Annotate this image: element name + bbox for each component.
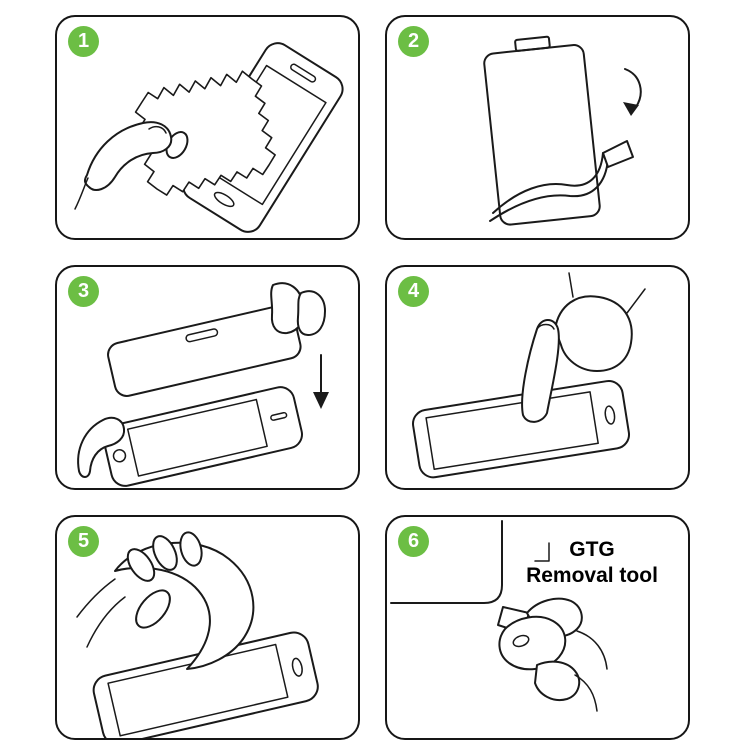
illustration-removal-tool xyxy=(390,520,608,712)
down-arrow-icon xyxy=(313,354,329,409)
phone-icon xyxy=(102,386,303,487)
illustration-press-screen xyxy=(412,272,646,479)
right-hand-icon xyxy=(270,282,326,336)
pinching-fingers-icon xyxy=(498,597,608,712)
illustration-smooth-out xyxy=(76,531,319,738)
glass-corner-icon xyxy=(390,520,503,604)
hand-icon xyxy=(74,121,189,210)
removal-tool-label-line1: GTG xyxy=(569,538,615,561)
step-panel-6: 6 GTG Removal tool xyxy=(385,515,690,740)
step-number-badge: 4 xyxy=(398,276,429,307)
pointer-line xyxy=(534,542,550,562)
illustration-clean-screen xyxy=(74,42,344,233)
cloth-icon xyxy=(114,541,255,670)
step-number-badge: 2 xyxy=(398,26,429,57)
protector-film-icon xyxy=(483,35,601,226)
pressing-hand-icon xyxy=(521,272,646,423)
removal-tool-label: GTG Removal tool xyxy=(506,537,678,588)
step-panel-1: 1 xyxy=(55,15,360,240)
phone-icon xyxy=(412,380,631,479)
step-panel-3: 3 xyxy=(55,265,360,490)
illustration-align-place xyxy=(77,282,329,487)
step-panel-4: 4 xyxy=(385,265,690,490)
peeling-layer-icon xyxy=(489,140,634,222)
peel-arrow-icon xyxy=(623,68,642,116)
hand-icon xyxy=(76,531,203,648)
step-panel-5: 5 xyxy=(55,515,360,740)
cleaning-cloth-icon xyxy=(134,70,276,196)
left-hand-icon xyxy=(77,416,126,478)
removal-tool-label-line2: Removal tool xyxy=(526,563,658,587)
step-number-badge: 5 xyxy=(68,526,99,557)
step-number-badge: 1 xyxy=(68,26,99,57)
step-number-badge: 3 xyxy=(68,276,99,307)
step-number-badge: 6 xyxy=(398,526,429,557)
step-panel-2: 2 xyxy=(385,15,690,240)
illustration-peel-film xyxy=(483,35,642,226)
